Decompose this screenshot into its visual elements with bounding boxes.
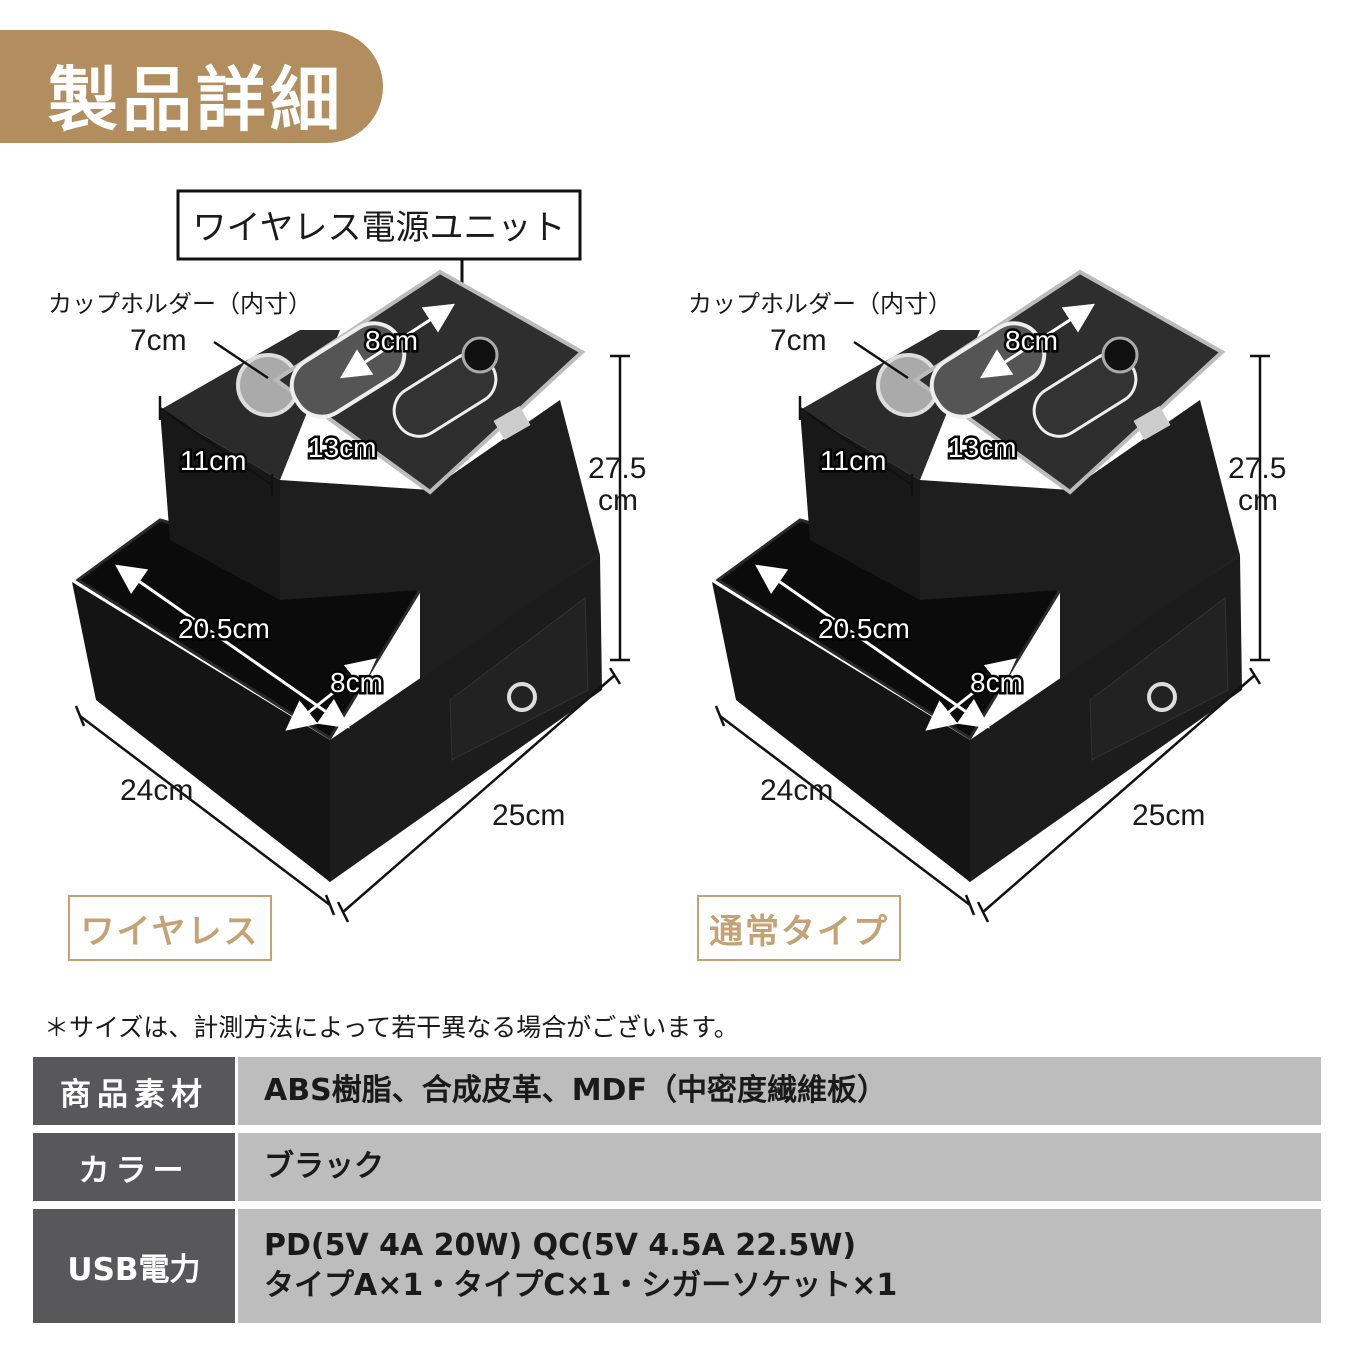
section-title: 製品詳細 — [48, 59, 344, 141]
size-note: ＊サイズは、計測方法によって若干異なる場合がございます。 — [44, 1013, 739, 1042]
section-header: 製品詳細 — [0, 30, 383, 143]
cup-holder-label: カップホルダー（内寸） — [48, 290, 312, 318]
top-width: 13cm — [308, 432, 376, 463]
spec-value: ブラック — [238, 1133, 1321, 1201]
cup-holder-label: カップホルダー（内寸） — [688, 290, 952, 318]
product-illustrations: ワイヤレス電源ユニット カップホルダー（内寸） 7cm 8cm 13cm 11c… — [48, 189, 1286, 1000]
top-depth: 11cm — [180, 445, 246, 476]
cup-holder-size: 7cm — [130, 324, 187, 357]
spec-label: USB電力 — [33, 1209, 235, 1323]
depth: 24cm — [120, 774, 193, 807]
spec-value-line: PD(5V 4A 20W) QC(5V 4.5A 22.5W) — [264, 1228, 857, 1263]
spec-value-line: タイプA×1・タイプC×1・シガーソケット×1 — [264, 1268, 898, 1303]
height-unit: cm — [1238, 484, 1278, 517]
product-standard: カップホルダー（内寸） 7cm 8cm 13cm 11cm 27.5 cm 20… — [688, 272, 1286, 922]
tray-width: 8cm — [970, 667, 1023, 698]
tray-length: 20.5cm — [178, 613, 270, 644]
spec-value-line: ABS樹脂、合成皮革、MDF（中密度繊維板） — [264, 1073, 887, 1108]
width: 25cm — [1132, 799, 1205, 832]
height-value: 27.5 — [588, 452, 646, 485]
spec-row-color: カラー ブラック — [33, 1133, 1321, 1201]
spec-label: カラー — [33, 1133, 235, 1201]
width: 25cm — [492, 799, 565, 832]
top-width: 13cm — [948, 432, 1016, 463]
cup-holder-size: 7cm — [770, 324, 827, 357]
spec-row-material: 商品素材 ABS樹脂、合成皮革、MDF（中密度繊維板） — [33, 1057, 1321, 1125]
lid-length: 8cm — [1005, 325, 1058, 356]
lid-length: 8cm — [365, 325, 418, 356]
tag-standard: 通常タイプ — [697, 895, 901, 961]
spec-value: ABS樹脂、合成皮革、MDF（中密度繊維板） — [238, 1057, 1321, 1125]
height-value: 27.5 — [1228, 452, 1286, 485]
depth: 24cm — [760, 774, 833, 807]
callout-box — [176, 189, 582, 261]
spec-value-line: ブラック — [264, 1149, 384, 1184]
callout-wireless-unit: ワイヤレス電源ユニット — [193, 208, 566, 248]
spec-row-usb-power: USB電力 PD(5V 4A 20W) QC(5V 4.5A 22.5W) タイ… — [33, 1209, 1321, 1323]
top-depth: 11cm — [820, 445, 886, 476]
product-wireless: カップホルダー（内寸） 7cm 8cm 13cm 11cm 27.5 cm 20… — [48, 272, 646, 922]
height-unit: cm — [598, 484, 638, 517]
tag-wireless: ワイヤレス — [68, 895, 272, 961]
tray-width: 8cm — [330, 667, 383, 698]
tray-length: 20.5cm — [818, 613, 910, 644]
spec-value: PD(5V 4A 20W) QC(5V 4.5A 22.5W) タイプA×1・タ… — [238, 1209, 1321, 1323]
spec-label: 商品素材 — [33, 1057, 235, 1125]
